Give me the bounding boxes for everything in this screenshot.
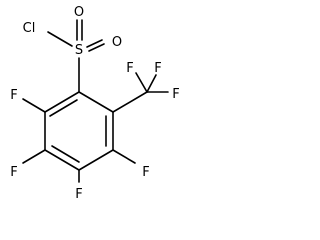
- bond-cf3-fluorine-top: [135, 72, 148, 93]
- bond-cf3-fluorine-left: [146, 74, 157, 93]
- atom-fluorine-cf3-left: F: [172, 87, 179, 102]
- ring-bond-top-right: [78, 91, 114, 113]
- atom-fluorine-ring-lower-left: F: [10, 165, 17, 180]
- atom-oxygen-top: O: [74, 5, 84, 20]
- ring-bond-bottom-left-inner: [51, 145, 80, 163]
- atom-fluorine-cf3-top: F: [126, 61, 133, 76]
- structure-diagram: Cl S O O F F F F F F F: [10, 5, 179, 202]
- ring-bond-top-left: [44, 91, 80, 113]
- atom-fluorine-ring-bottom: F: [75, 187, 82, 202]
- bond-ring-fluorine-right: [112, 149, 136, 164]
- atom-oxygen-right: O: [112, 35, 122, 50]
- atom-chlorine: Cl: [23, 21, 36, 36]
- bond-sulfur-oxygen-right-b: [88, 43, 105, 52]
- atom-fluorine-cf3-right: F: [154, 61, 161, 76]
- bond-ring-cf3-carbon: [112, 91, 148, 113]
- ring-bond-top-left-inner: [49, 99, 78, 117]
- atom-fluorine-ring-left: F: [10, 88, 17, 103]
- atom-fluorine-ring-right: F: [142, 165, 149, 180]
- bond-ring-fluorine-left: [22, 98, 46, 113]
- bond-sulfur-chlorine: [47, 31, 73, 47]
- ring-bond-bottom-left: [44, 149, 80, 171]
- atom-sulfur: S: [75, 43, 83, 58]
- molecule-svg: Cl S O O F F F F F F F: [10, 5, 179, 202]
- ring-bond-bottom-right: [78, 149, 114, 171]
- bond-ring-fluorine-lower-left: [22, 149, 46, 164]
- bond-sulfur-oxygen-right-a: [86, 39, 103, 48]
